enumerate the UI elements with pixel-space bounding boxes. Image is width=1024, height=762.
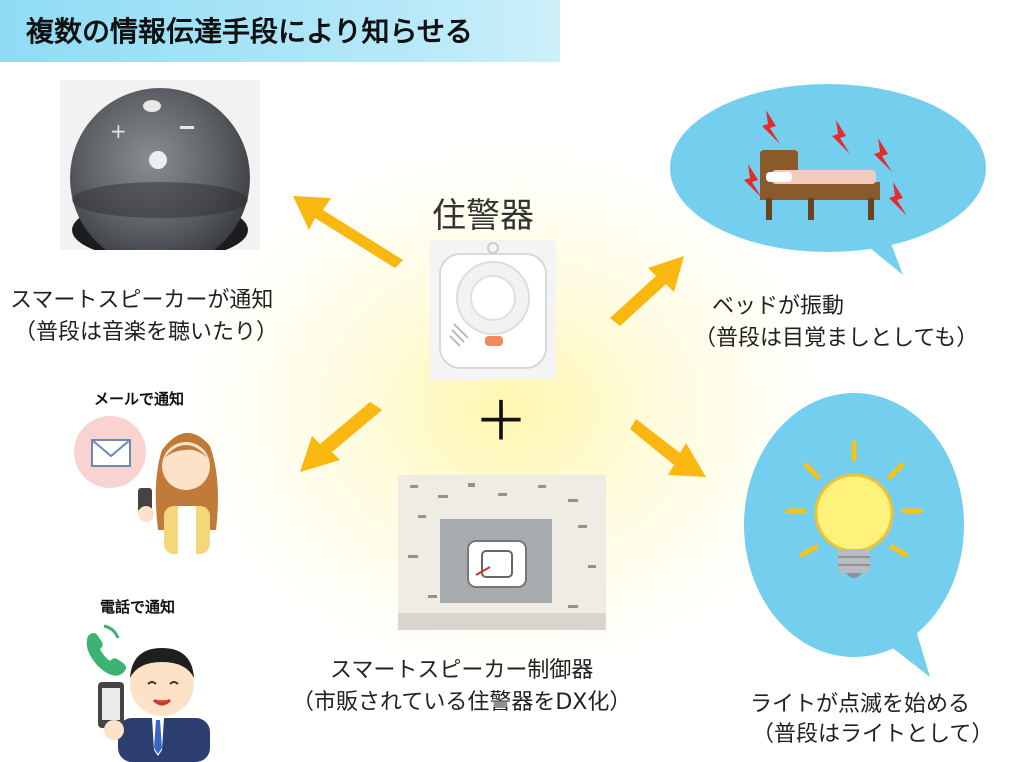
arrow-to-mail (300, 402, 382, 472)
light-bubble (744, 393, 964, 677)
title-banner: 複数の情報伝達手段により知らせる (0, 0, 560, 62)
controller-label: スマートスピーカー制御器 (330, 658, 594, 683)
speaker-label: スマートスピーカーが通知 (10, 288, 274, 313)
arrow-to-light (630, 419, 706, 477)
controller-image (398, 475, 606, 630)
plus-sign: ＋ (474, 390, 528, 453)
page-title: 複数の情報伝達手段により知らせる (26, 15, 473, 48)
smoke-alarm-image (430, 240, 556, 380)
light-sub: （普段はライトとして） (752, 722, 994, 747)
svg-text:+: + (110, 119, 127, 143)
phone-label: 電話で通知 (100, 598, 176, 616)
phone-notification-image (86, 624, 210, 762)
arrow-to-bed (610, 256, 684, 326)
bed-bubble (670, 84, 986, 275)
controller-sub: （市販されている住警器をDX化） (292, 690, 632, 715)
mail-notification-image (74, 416, 218, 554)
arrow-to-speaker (293, 196, 403, 268)
bed-sub: （普段は目覚ましとしても） (694, 326, 979, 351)
alarm-label: 住警器 (432, 196, 534, 236)
bed-label: ベッドが振動 (712, 294, 845, 319)
mail-label: メールで通知 (94, 390, 185, 408)
smart-speaker-image: + (60, 80, 260, 250)
light-label: ライトが点滅を始める (750, 692, 971, 717)
speaker-sub: （普段は音楽を聴いたり） (14, 320, 279, 345)
